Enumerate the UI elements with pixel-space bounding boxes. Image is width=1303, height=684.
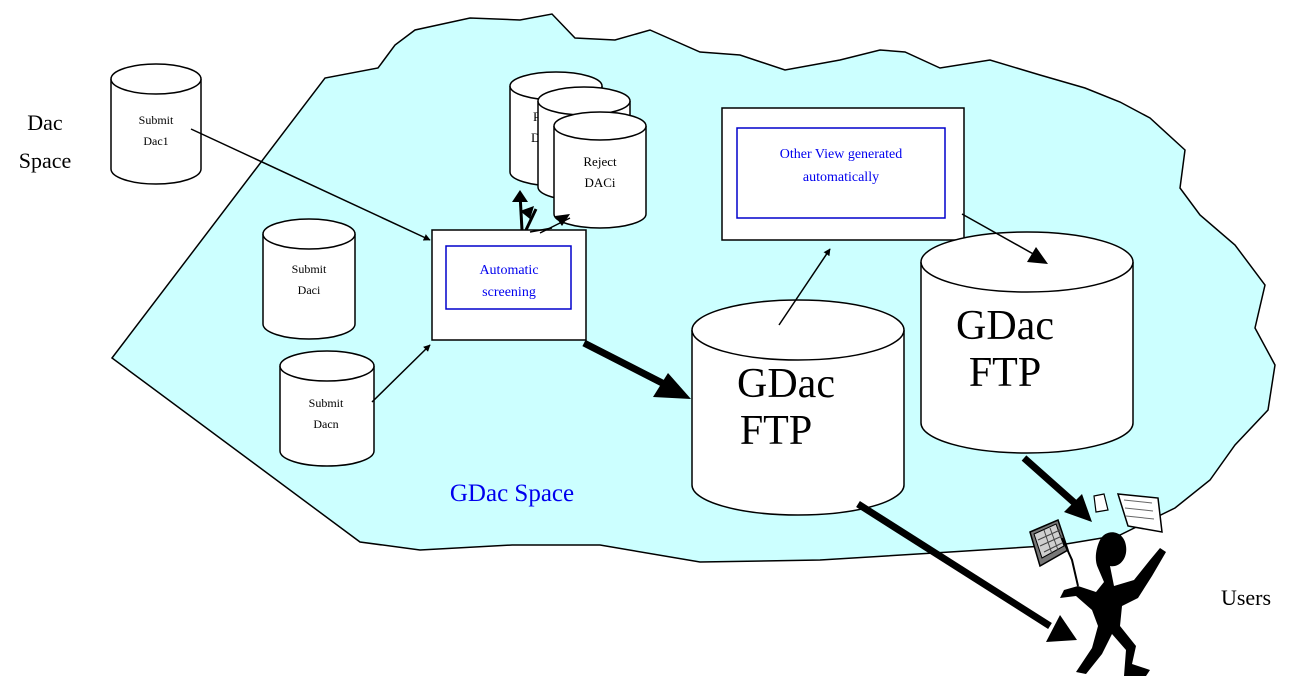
users-clipart: [1029, 493, 1166, 676]
arrow-dac1-to-screening: [190, 128, 431, 241]
documents-icon: [1093, 493, 1163, 533]
submit-dacn-cylinder: Submit Dacn: [279, 350, 375, 467]
arrow-ftp-to-other-view: [778, 248, 831, 326]
reject-daci-cylinder: Reject DACi: [553, 111, 647, 229]
computer-icon: [1029, 518, 1069, 568]
other-view-label-1: Other View generated: [780, 147, 903, 162]
reject-daci-label-2: DACi: [584, 175, 615, 190]
user-arm-line: [1061, 537, 1079, 587]
submit-daci-label-2: Daci: [298, 283, 321, 297]
submit-dac1-label-2: Dac1: [143, 134, 168, 148]
other-view-box: Other View generated automatically: [721, 107, 965, 241]
submit-dacn-label-2: Dacn: [313, 417, 338, 431]
arrow-screening-to-reject-2-head: [520, 206, 534, 219]
arrow-screening-to-ftp: [582, 339, 674, 392]
ftp-view-label-1: GDac: [956, 303, 1054, 349]
arrow-ftp-main-to-users-head: [1046, 615, 1077, 642]
arrow-screening-to-reject-2: [524, 208, 538, 231]
submit-dac1-label-1: Submit: [139, 113, 174, 127]
arrow-dacn-to-screening: [371, 344, 431, 403]
submit-dac1-cylinder: Submit Dac1: [110, 63, 202, 185]
submit-daci-cylinder: Submit Daci: [262, 218, 356, 340]
ftp-main-label-2: FTP: [740, 408, 812, 454]
arrow-ftp-view-to-users-head: [1064, 494, 1092, 522]
arrow-screening-to-reject-1-head: [512, 190, 528, 202]
dac-space-label: Dac: [27, 110, 63, 135]
user-silhouette: [1060, 532, 1166, 676]
arrow-screening-to-ftp-head: [653, 373, 691, 399]
ftp-view-label-2: FTP: [969, 350, 1041, 396]
ftp-main-label-1: GDac: [737, 361, 835, 407]
dac-space-label-2: Space: [19, 148, 72, 173]
arrow-ftp-view-to-users: [1021, 455, 1081, 509]
submit-daci-label-1: Submit: [292, 262, 327, 276]
arrow-other-view-to-ftp-view-head: [1027, 247, 1048, 264]
submit-dacn-label-1: Submit: [309, 396, 344, 410]
automatic-screening-box: Automatic screening: [431, 229, 587, 341]
reject-back-label-2: D: [531, 130, 540, 145]
reject-daci-label-1: Reject: [583, 154, 617, 169]
arrow-other-view-to-ftp-view: [961, 213, 1045, 261]
screening-label-2: screening: [482, 285, 536, 300]
gdac-ftp-view-cylinder: GDac FTP: [920, 231, 1134, 454]
other-view-label-2: automatically: [803, 170, 879, 185]
gdac-space-label: GDac Space: [450, 480, 574, 507]
arrow-ftp-main-to-users: [856, 501, 1052, 629]
users-label: Users: [1221, 585, 1271, 610]
screening-label-1: Automatic: [479, 263, 538, 278]
gdac-ftp-main-cylinder: GDac FTP: [691, 299, 905, 516]
arrow-screening-to-reject-4-head: [555, 214, 570, 226]
